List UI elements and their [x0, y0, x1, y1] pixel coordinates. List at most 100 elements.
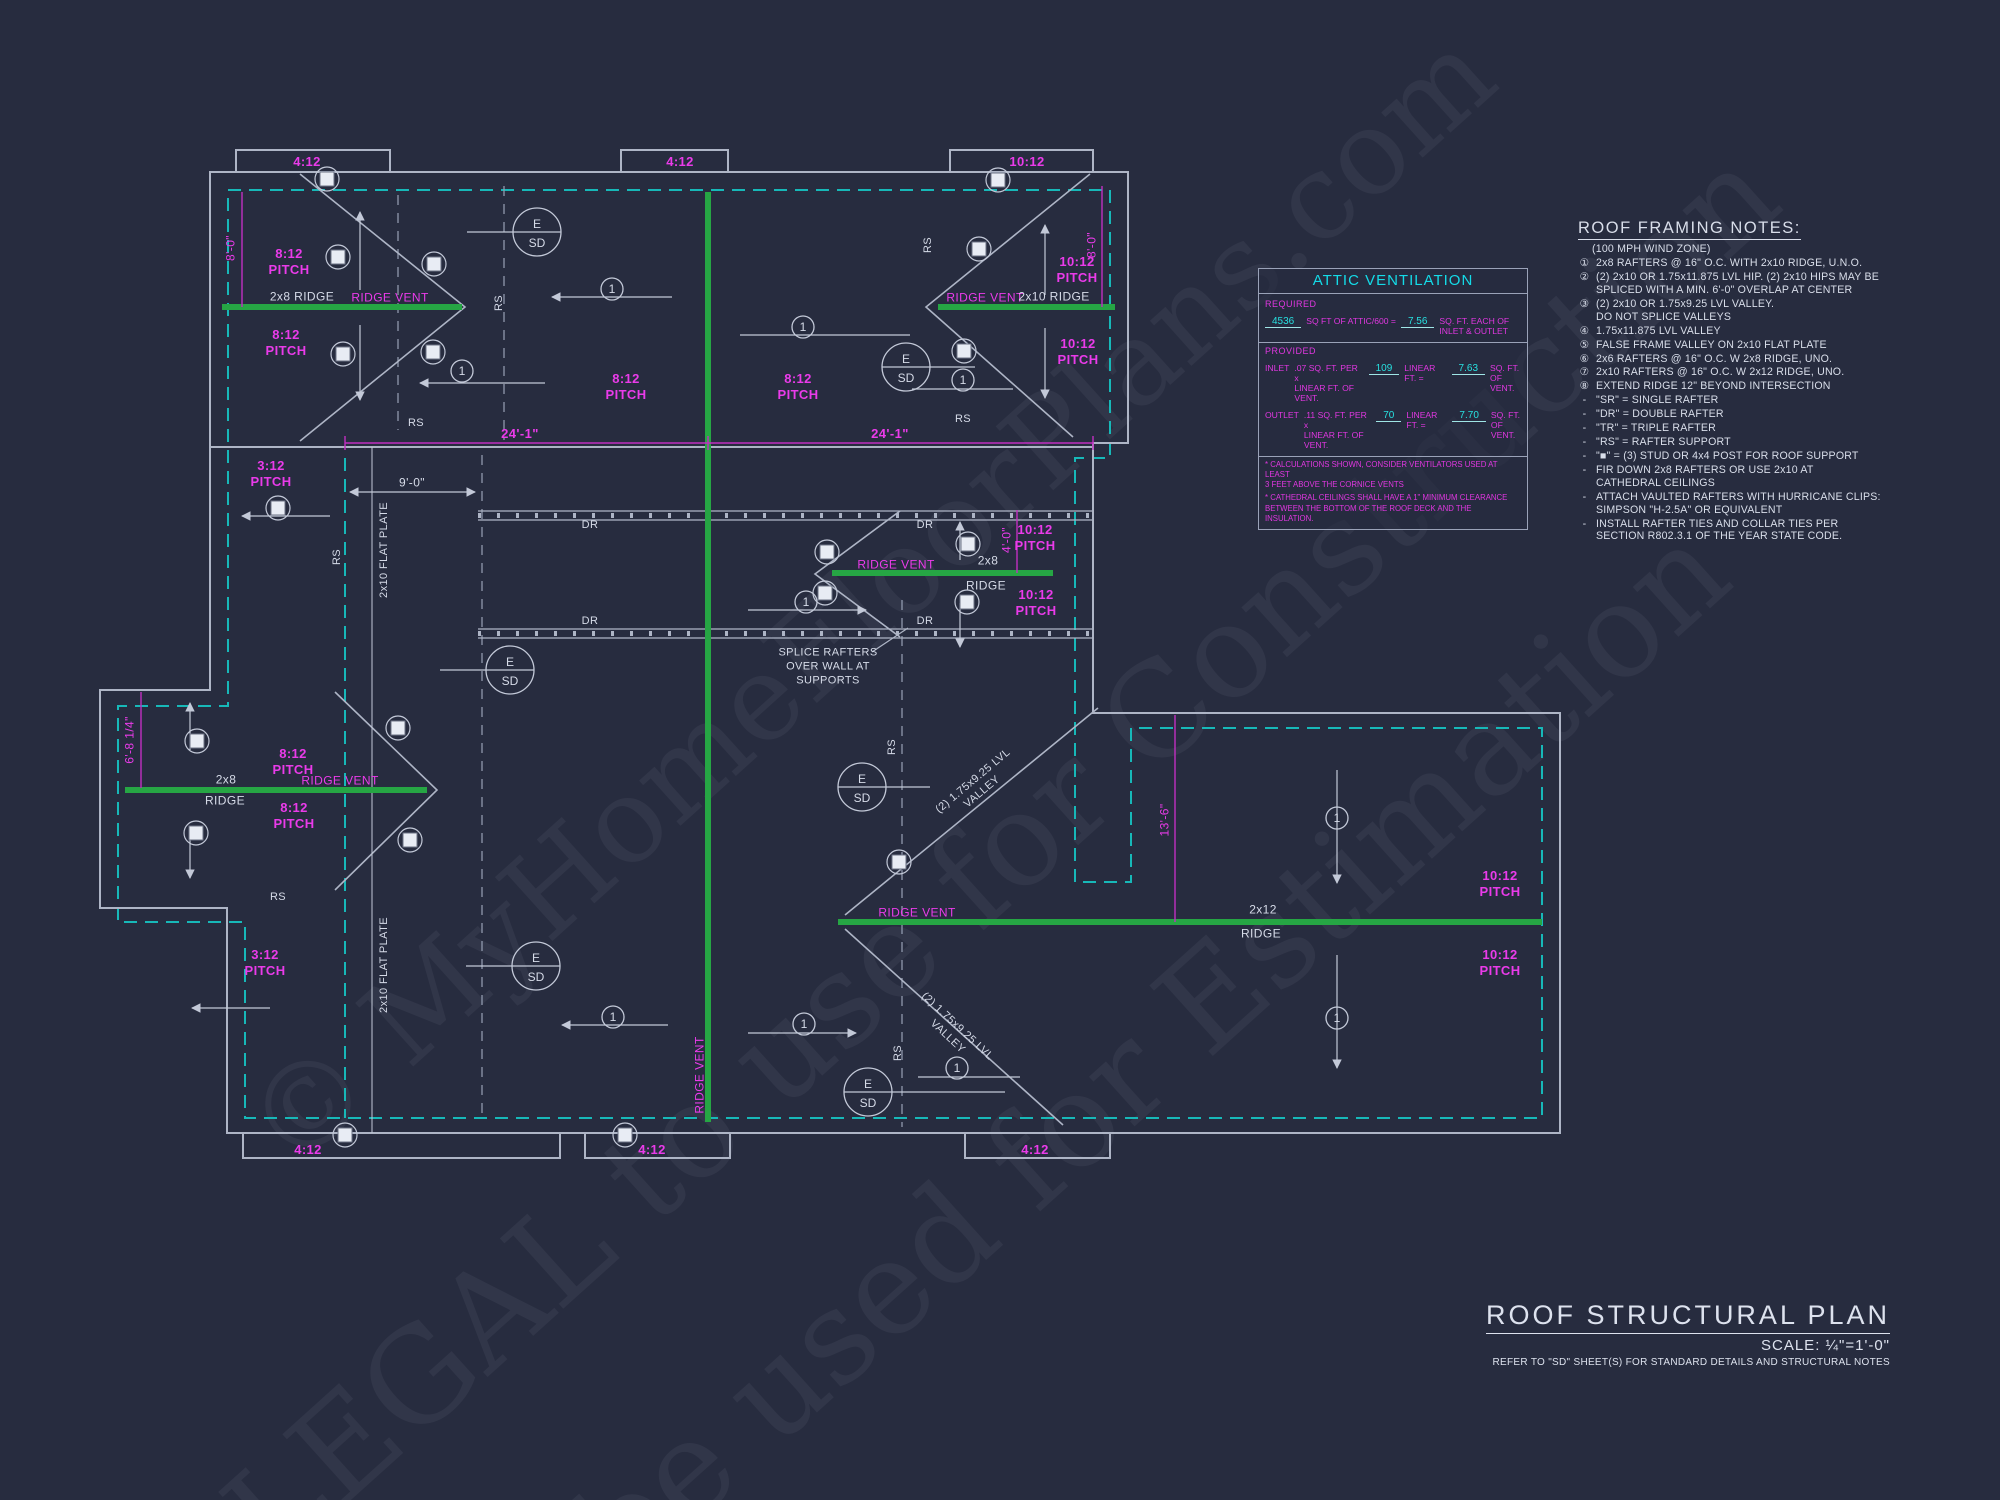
dimension-label: 8'-0"	[223, 235, 238, 261]
note-item: -"SR" = SINGLE RAFTER	[1582, 394, 1719, 407]
pitch-label: 10:12 PITCH	[1057, 335, 1099, 367]
svg-text:E: E	[864, 1077, 872, 1091]
required-unit: SQ. FT. EACH OF INLET & OUTLET	[1439, 316, 1510, 336]
required-label: REQUIRED	[1265, 299, 1317, 309]
ridge-size-label: 2x8	[215, 772, 237, 787]
svg-text:E: E	[533, 217, 541, 231]
note-item: -"■" = (3) STUD OR 4x4 POST FOR ROOF SUP…	[1582, 449, 1859, 462]
inlet-unit: SQ. FT. OF VENT.	[1490, 363, 1520, 393]
dimension-label: 13'-6"	[1157, 803, 1172, 837]
svg-text:SD: SD	[502, 674, 519, 688]
rafter-support-label: RS	[331, 548, 344, 566]
ridge-vent-label: RIDGE VENT	[878, 905, 956, 920]
inlet-label: INLET	[1265, 363, 1290, 373]
tab-pitch-label: 4:12	[293, 153, 321, 169]
svg-text:SD: SD	[898, 371, 915, 385]
sheet-scale: SCALE: ¼"=1'-0"	[1761, 1337, 1890, 1354]
pitch-label: 8:12 PITCH	[272, 745, 314, 777]
ridge-vent-label: RIDGE VENT	[692, 1036, 707, 1114]
roof-outline	[99, 149, 1561, 1159]
svg-text:SD: SD	[860, 1096, 877, 1110]
outlet-unit: SQ. FT. OF VENT.	[1490, 410, 1521, 440]
note-item: ②(2) 2x10 OR 1.75x11.875 LVL HIP. (2) 2x…	[1579, 270, 1880, 296]
ridge-size-label: RIDGE	[204, 793, 246, 808]
pitch-label: 3:12 PITCH	[250, 457, 292, 489]
pitch-label: 10:12 PITCH	[1479, 946, 1521, 978]
flat-plate-label: 2x10 FLAT PLATE	[378, 502, 391, 598]
note-item: -"TR" = TRIPLE RAFTER	[1582, 422, 1716, 435]
svg-text:1: 1	[1334, 1011, 1341, 1025]
ridge-vent-label: RIDGE VENT	[946, 290, 1024, 305]
hidden-lines	[397, 186, 903, 1127]
pitch-label: 8:12 PITCH	[273, 799, 315, 831]
notes-title: ROOF FRAMING NOTES:	[1578, 218, 1801, 241]
svg-text:1: 1	[960, 373, 967, 387]
outlet-result: 7.70	[1452, 410, 1486, 422]
dimension-label: 24'-1"	[501, 425, 539, 441]
attic-ventilation-table: ATTIC VENTILATION REQUIRED 4536 SQ FT OF…	[1258, 268, 1528, 530]
splice-note: SPLICE RAFTERS OVER WALL AT SUPPORTS	[778, 646, 878, 686]
svg-text:E: E	[532, 951, 540, 965]
note-item: -ATTACH VAULTED RAFTERS WITH HURRICANE C…	[1582, 490, 1881, 516]
svg-text:SD: SD	[854, 791, 871, 805]
ridge-size-label: RIDGE	[1240, 926, 1282, 941]
tab-pitch-label: 4:12	[638, 1141, 666, 1157]
dimension-label: 6'-8 1/4"	[122, 716, 137, 764]
note-item: -INSTALL RAFTER TIES AND COLLAR TIES PER…	[1582, 517, 1843, 543]
pitch-label: 10:12 PITCH	[1014, 521, 1056, 553]
pitch-label: 8:12 PITCH	[265, 326, 307, 358]
inlet-length: 109	[1368, 363, 1400, 375]
note-item: -"RS" = RAFTER SUPPORT	[1582, 436, 1731, 449]
rafter-support-label: RS	[892, 1044, 905, 1062]
ridge-size-label: 2x12	[1249, 902, 1277, 917]
pitch-label: 10:12 PITCH	[1479, 867, 1521, 899]
tab-pitch-label: 4:12	[666, 153, 694, 169]
attic-ventilation-title: ATTIC VENTILATION	[1259, 269, 1527, 294]
ridge-size-label: 2x8 RIDGE	[269, 289, 335, 304]
ridge-size-label: 2x8	[977, 553, 999, 568]
note-ref-symbols	[450, 277, 1349, 1080]
rafter-support-label: RS	[922, 236, 935, 254]
outlet-label: OUTLET	[1265, 410, 1299, 420]
svg-text:1: 1	[954, 1061, 961, 1075]
rafter-arrows	[185, 211, 1342, 1078]
ridge-size-label: RIDGE	[965, 578, 1007, 593]
overhang-dashed-outline	[117, 189, 1543, 1119]
esd-symbols	[440, 207, 1005, 1117]
flat-plate-label: 2x10 FLAT PLATE	[378, 917, 391, 1013]
note-item: -"DR" = DOUBLE RAFTER	[1582, 408, 1724, 421]
sheet-note: REFER TO "SD" SHEET(S) FOR STANDARD DETA…	[1492, 1357, 1890, 1368]
ridge-vent-label: RIDGE VENT	[351, 290, 429, 305]
svg-text:1: 1	[1334, 811, 1341, 825]
ridge-vent-lines	[125, 192, 1542, 1122]
dimension-label: 4'-0"	[999, 527, 1014, 553]
tab-pitch-label: 10:12	[1009, 153, 1045, 169]
outlet-length: 70	[1376, 410, 1402, 422]
sheet-title: ROOF STRUCTURAL PLAN	[1485, 1300, 1890, 1334]
double-rafter-label: DR	[916, 519, 934, 532]
hip-valley-lines	[299, 173, 1099, 1126]
svg-text:1: 1	[610, 1010, 617, 1024]
rafter-support-label: RS	[954, 413, 972, 426]
wall-hatch-bands	[478, 510, 1093, 639]
notes-subtitle: (100 MPH WIND ZONE)	[1592, 243, 1711, 256]
required-attic-area: 4536	[1265, 316, 1302, 328]
outlet-mid: LINEAR FT. =	[1406, 410, 1438, 430]
svg-text:SD: SD	[529, 236, 546, 250]
svg-text:1: 1	[459, 364, 466, 378]
inlet-result: 7.63	[1451, 363, 1486, 375]
pitch-label: 10:12 PITCH	[1056, 253, 1098, 285]
ridge-vent-label: RIDGE VENT	[301, 773, 379, 788]
ridge-size-label: 2x10 RIDGE	[1018, 289, 1090, 304]
required-result: 7.56	[1400, 316, 1435, 328]
rafter-support-label: RS	[886, 738, 899, 756]
pitch-label: 10:12 PITCH	[1015, 586, 1057, 618]
post-symbols	[183, 166, 1011, 1148]
